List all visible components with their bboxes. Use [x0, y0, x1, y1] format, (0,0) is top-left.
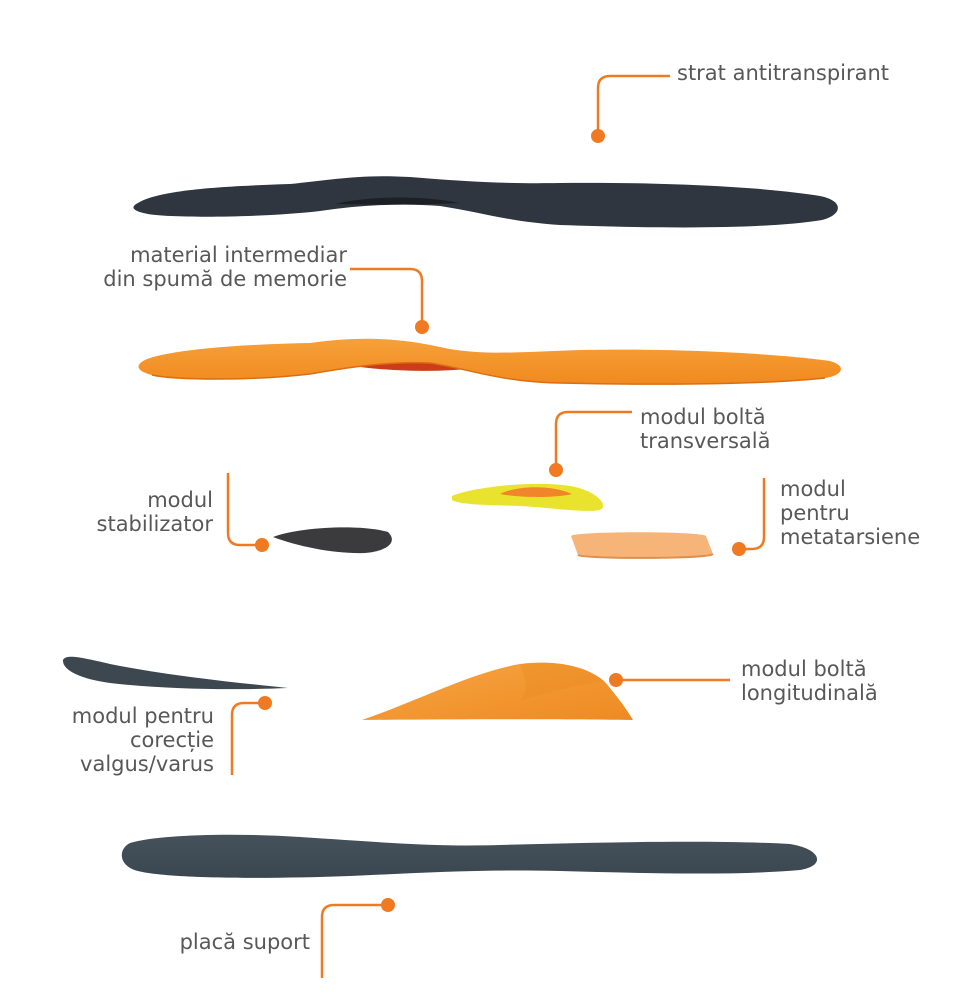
longitudinal-arch-module	[362, 662, 633, 720]
leader-transverse-arch	[554, 410, 632, 470]
label-metatarsal-line-3: metatarsiene	[780, 525, 921, 549]
label-antiperspirant: strat antitranspirant	[677, 61, 889, 85]
label-longitudinal-arch-line-2: longitudinală	[741, 681, 878, 705]
antiperspirant-layer	[133, 176, 838, 228]
label-stabilizer-line-2: stabilizator	[96, 512, 213, 536]
label-longitudinal-arch: modul boltă longitudinală	[741, 657, 878, 705]
leader-antiperspirant	[596, 74, 670, 136]
leader-lines	[226, 74, 766, 978]
label-support-plate-line: placă suport	[179, 930, 310, 954]
label-metatarsal: modul pentru metatarsiene	[780, 477, 920, 549]
dot-transverse-arch	[549, 463, 563, 477]
label-metatarsal-line-1: modul	[780, 477, 846, 501]
label-stabilizer-line-1: modul	[147, 488, 213, 512]
dot-longitudinal-arch	[609, 673, 623, 687]
leader-memory-foam	[350, 267, 424, 327]
valgus-varus-module	[62, 656, 289, 690]
label-memory-foam: material intermediar din spumă de memori…	[103, 243, 347, 291]
memory-foam-layer	[138, 338, 841, 385]
label-memory-foam-line-1: material intermediar	[130, 243, 347, 267]
dot-antiperspirant	[591, 129, 605, 143]
label-antiperspirant-line: strat antitranspirant	[677, 61, 890, 85]
leader-valgus-varus	[230, 701, 265, 775]
label-valgus-varus-line-2: corecție	[129, 728, 214, 752]
transverse-arch-module	[452, 483, 604, 511]
label-valgus-varus-line-3: valgus/varus	[80, 752, 214, 776]
stabilizer-module	[273, 527, 392, 554]
leader-metatarsal	[739, 478, 766, 551]
dot-memory-foam	[415, 320, 429, 334]
label-valgus-varus-line-1: modul pentru	[71, 704, 214, 728]
label-longitudinal-arch-line-1: modul boltă	[741, 657, 867, 681]
label-support-plate: placă suport	[180, 930, 310, 954]
label-transverse-arch-line-1: modul boltă	[640, 405, 766, 429]
dot-support-plate	[381, 898, 395, 912]
leader-stabilizer	[226, 473, 262, 547]
label-valgus-varus: modul pentru corecție valgus/varus	[72, 704, 214, 776]
dot-valgus-varus	[258, 696, 272, 710]
leader-support-plate	[320, 903, 388, 978]
dot-stabilizer	[255, 538, 269, 552]
label-metatarsal-line-2: pentru	[780, 501, 850, 525]
support-plate	[121, 834, 818, 878]
metatarsal-module	[571, 532, 714, 559]
leader-dots	[255, 129, 746, 912]
label-transverse-arch-line-2: transversală	[640, 429, 771, 453]
label-stabilizer: modul stabilizator	[97, 488, 213, 536]
label-transverse-arch: modul boltă transversală	[640, 405, 770, 453]
dot-metatarsal	[732, 542, 746, 556]
label-memory-foam-line-2: din spumă de memorie	[103, 267, 347, 291]
